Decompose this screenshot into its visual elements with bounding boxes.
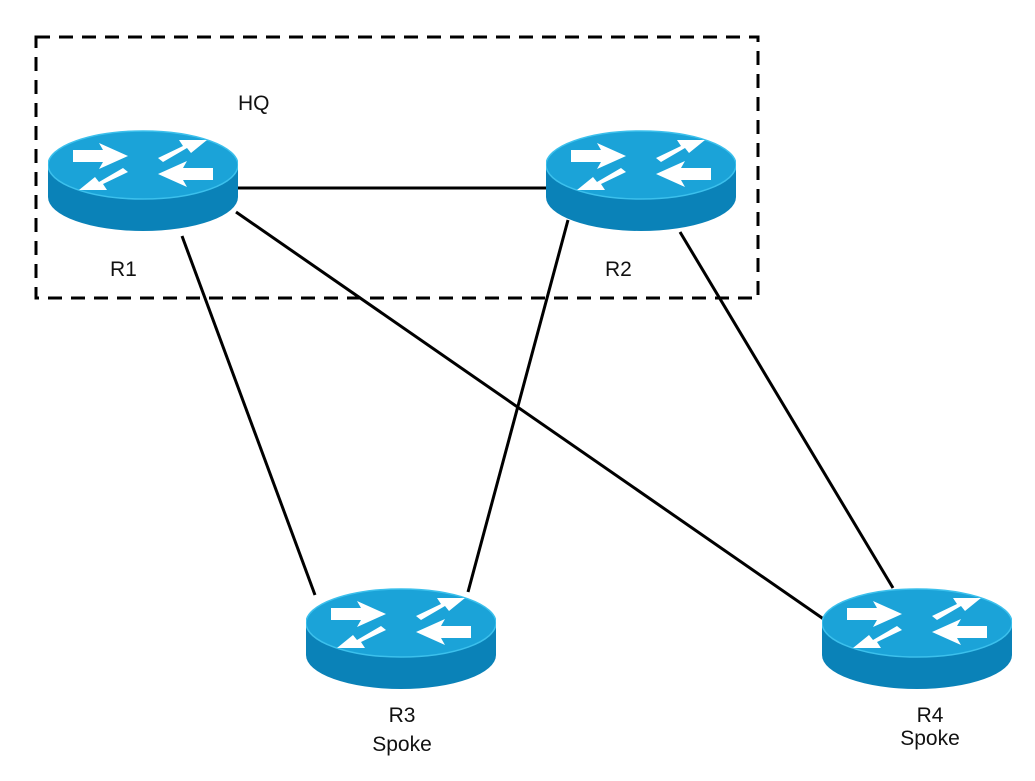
link-r2-r3 xyxy=(466,219,570,593)
router-r4-label: R4 xyxy=(916,704,944,727)
router-r1-label: R1 xyxy=(110,258,137,281)
router-icon[interactable] xyxy=(48,130,238,232)
hq-group-box xyxy=(34,35,760,300)
links xyxy=(180,186,895,622)
link-r2-r4 xyxy=(678,231,895,589)
hq-label: HQ xyxy=(238,92,270,115)
router-r3-role: Spoke xyxy=(372,733,432,756)
router-r2-label: R2 xyxy=(605,258,632,281)
router-icon[interactable] xyxy=(546,130,736,232)
router-icon[interactable] xyxy=(306,588,496,690)
router-r4-role: Spoke xyxy=(900,727,960,750)
link-r1-r3 xyxy=(180,235,317,596)
link-r1-r4 xyxy=(235,210,826,622)
router-r3-label: R3 xyxy=(388,704,416,727)
router-icon[interactable] xyxy=(822,588,1012,690)
